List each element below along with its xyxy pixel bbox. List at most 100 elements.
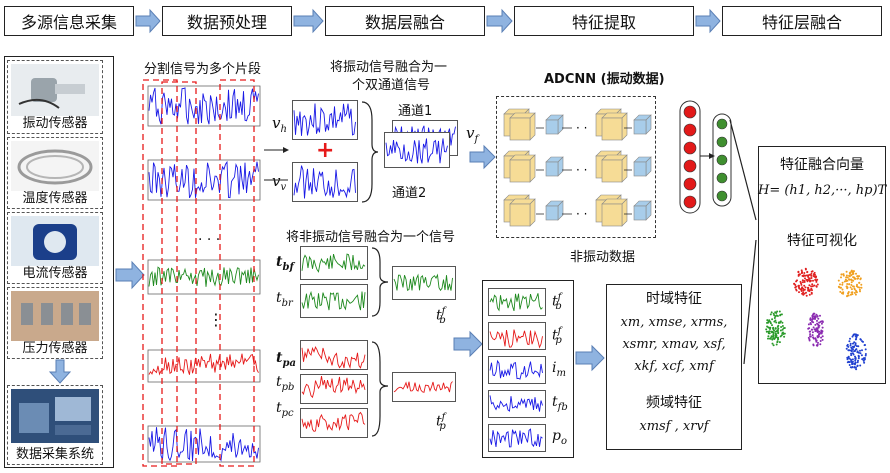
cluster-point [839,283,841,286]
cluster-point [852,285,854,288]
time-features-3: xkf, xcf, xmf [634,359,714,374]
sensor-pressure: 压力传感器 [7,287,103,359]
stack-signal-line [489,329,543,349]
cluster-point [821,335,824,338]
cluster-point [816,319,818,322]
cluster-point [851,352,854,355]
cluster-point [812,336,815,339]
cluster-point [817,341,819,344]
sensor-pressure-label: 压力传感器 [22,341,88,356]
cluster-point [851,358,854,361]
tb-fused-signal [392,266,456,300]
sensor-vibration-label: 振动传感器 [22,116,88,131]
cluster-point [776,310,779,313]
cluster-point [811,289,813,292]
cluster-point [770,311,773,314]
vh-arrow [264,147,289,181]
cluster-point [800,269,803,272]
vib-fusion-title-1: 将振动信号融合为一 [330,60,448,75]
cluster-point [801,279,804,282]
cluster-point [852,271,855,274]
waveform-line [293,165,356,199]
cluster-point [862,359,865,362]
cluster-point [772,344,775,347]
stack-signal-line [489,293,543,312]
cluster-point [816,330,819,333]
cluster-point [809,335,811,338]
cluster-point [812,273,815,276]
cluster-point [848,340,851,343]
ellipsis-horizontal: · · · [198,232,221,248]
raw-signal-line [148,160,259,199]
tbr-signal [300,284,368,318]
fusion-vector-title: 特征融合向量 [780,157,864,173]
stack-signal [488,390,546,418]
adcnn-box [496,96,656,238]
stack-arrow-icon [453,330,483,358]
cluster-point [855,368,858,371]
cluster-point [815,327,818,330]
vv-signal [292,162,358,202]
feature-cluster [793,267,819,297]
cluster-point [848,361,851,364]
features-arrow-icon [575,344,605,372]
cluster-point [841,281,844,284]
cluster-point [805,278,808,281]
feature-cluster [845,333,867,371]
cluster-point [851,363,853,365]
cluster-point [850,281,853,284]
visualization-title: 特征可视化 [787,233,857,249]
cluster-point [819,340,822,342]
nonvib-data-label: 非振动数据 [570,250,636,265]
cluster-point [810,292,813,295]
cluster-point [839,286,842,289]
cluster-point [780,326,783,328]
cluster-point [859,349,861,352]
adcnn-title: ADCNN (振动数据) [544,72,665,87]
cluster-point [850,269,853,272]
waveform-line [393,273,453,292]
feature-map-cube [601,112,628,141]
vib-brace [361,101,379,203]
cluster-point [809,317,812,320]
cluster-point [811,317,814,319]
cluster-point [808,330,811,333]
cluster-point [779,329,782,332]
cluster-point [774,327,777,330]
cluster-point [800,288,803,291]
cluster-point [804,277,806,280]
stage-arrow-4 [695,8,721,34]
cluster-point [803,288,806,291]
cluster-point [768,319,771,322]
raw-signal-line [148,266,259,287]
cluster-point [855,348,858,351]
cluster-point [801,281,804,284]
cluster-point [862,340,864,343]
cluster-point [813,284,816,287]
cluster-point [856,350,859,353]
vv-label: vv [272,172,287,193]
cluster-point [847,292,849,295]
cluster-point [769,322,772,325]
cluster-point [765,330,768,333]
neuron [683,123,697,137]
cluster-point [855,345,858,348]
cluster-point [765,328,768,331]
cluster-point [853,333,856,336]
cluster-point [814,318,816,320]
cluster-point [811,331,814,334]
tpb-signal [300,374,368,404]
cluster-point [820,322,823,325]
time-features-1: xm, xmse, xrms, [620,315,728,330]
cluster-point [848,272,851,274]
vibration-sensor-image [11,64,99,116]
cluster-point [851,291,854,294]
sensor-temperature: 温度传感器 [7,137,103,209]
cluster-point [769,313,772,316]
cluster-point [776,329,779,332]
freq-features: xmsf , xrvf [639,419,709,434]
daq-system: 数据采集系统 [7,385,103,465]
down-arrow-icon [48,359,72,384]
cluster-point [821,330,824,333]
cluster-point [821,326,824,329]
